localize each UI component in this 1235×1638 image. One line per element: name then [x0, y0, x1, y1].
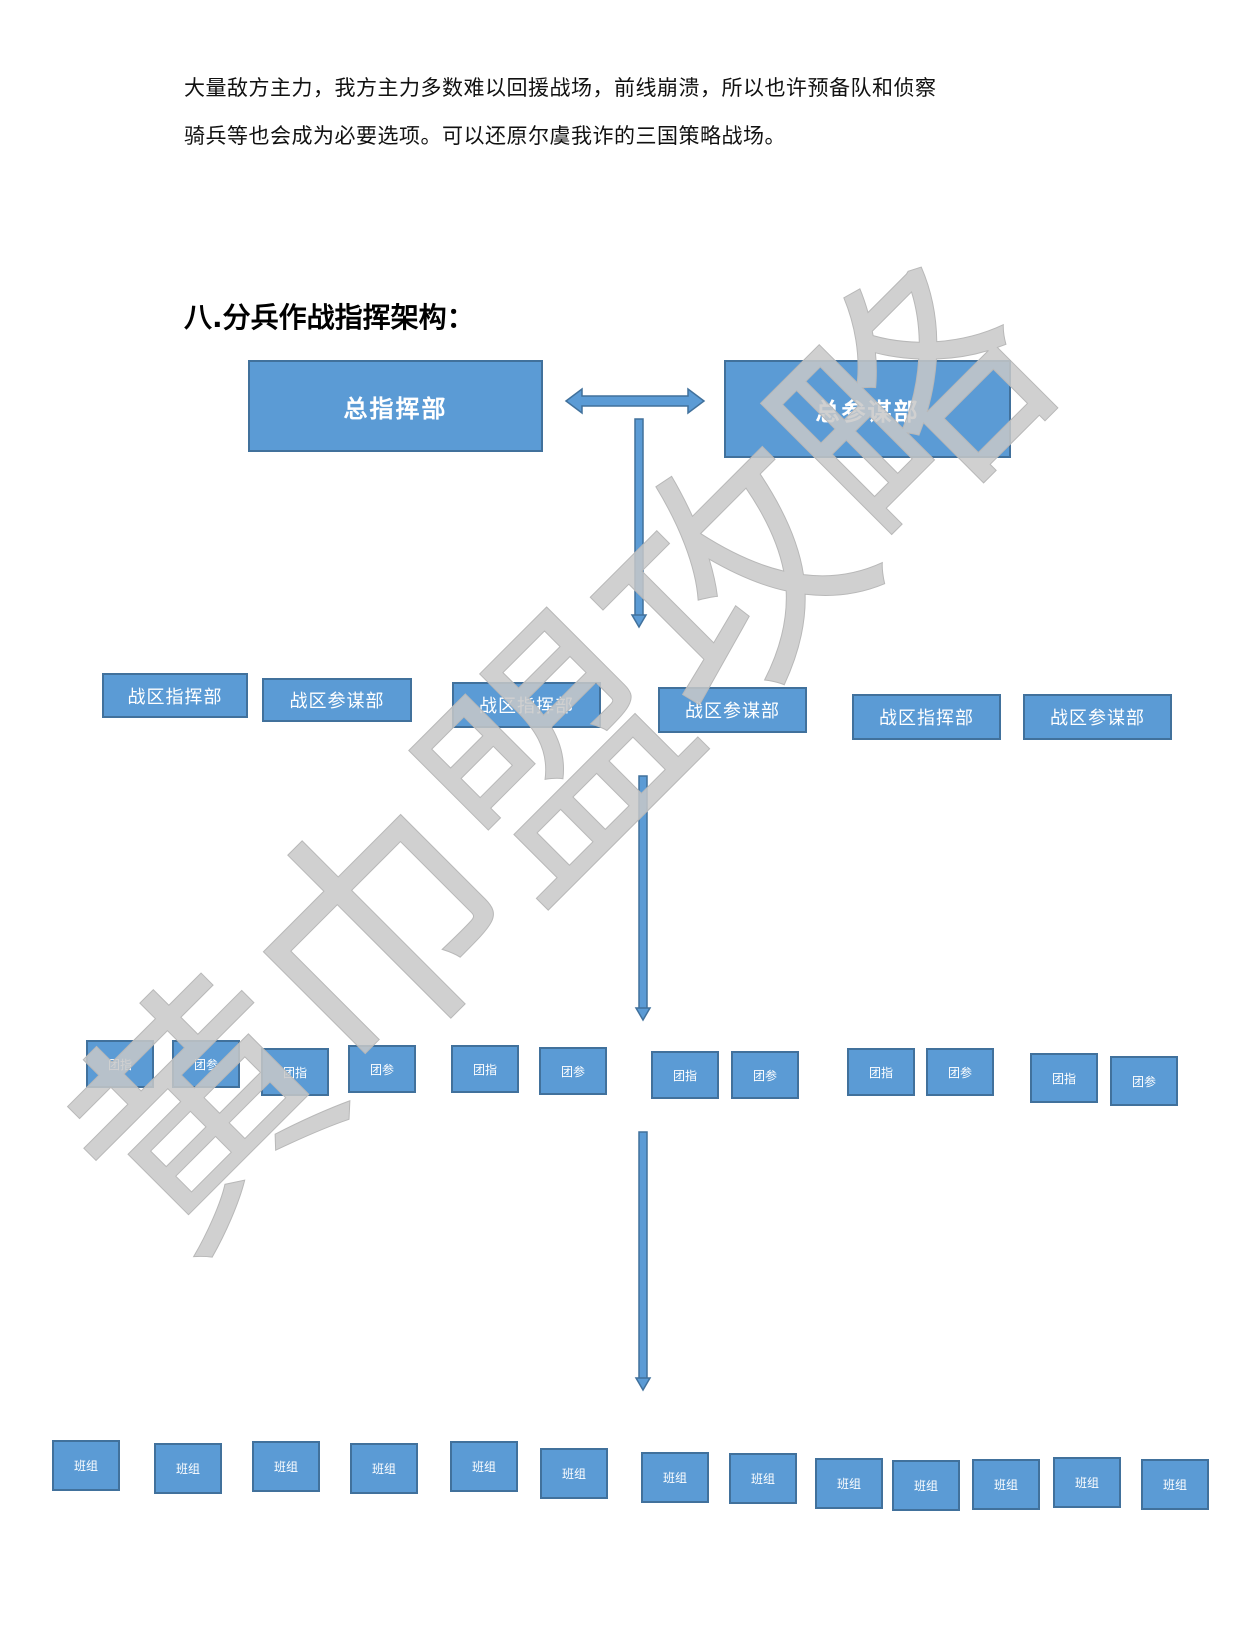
squad-box: 班组: [52, 1440, 120, 1491]
regiment-command-box: 团指: [651, 1051, 719, 1099]
regiment-staff-box: 团参: [539, 1047, 607, 1095]
squad-box: 班组: [1053, 1457, 1121, 1508]
theater-staff-box: 战区参谋部: [658, 687, 807, 733]
squad-box: 班组: [540, 1448, 608, 1499]
regiment-staff-box: 团参: [1110, 1056, 1178, 1106]
squad-box: 班组: [815, 1458, 883, 1509]
double-arrow: [564, 387, 706, 415]
squad-box: 班组: [1141, 1459, 1209, 1510]
regiment-staff-box: 团参: [926, 1048, 994, 1096]
squad-box: 班组: [729, 1453, 797, 1504]
regiment-command-box: 团指: [847, 1048, 915, 1096]
squad-box: 班组: [350, 1443, 418, 1494]
down-arrow-3: [634, 1131, 652, 1392]
paragraph-line-1: 大量敌方主力，我方主力多数难以回援战场，前线崩溃，所以也许预备队和侦察: [184, 76, 937, 100]
theater-command-box: 战区指挥部: [102, 673, 248, 718]
squad-box: 班组: [972, 1459, 1040, 1510]
section-title: 八.分兵作战指挥架构：: [184, 301, 475, 334]
hq-staff-box: 总参谋部: [724, 360, 1011, 458]
regiment-staff-box: 团参: [172, 1040, 240, 1088]
regiment-staff-box: 团参: [348, 1045, 416, 1093]
squad-box: 班组: [154, 1443, 222, 1494]
squad-box: 班组: [641, 1452, 709, 1503]
hq-command-box: 总指挥部: [248, 360, 543, 452]
squad-box: 班组: [892, 1460, 960, 1511]
squad-box: 班组: [252, 1441, 320, 1492]
regiment-command-box: 团指: [451, 1045, 519, 1093]
down-arrow-2: [634, 775, 652, 1022]
down-arrow-1: [630, 418, 648, 629]
theater-staff-box: 战区参谋部: [1023, 694, 1172, 740]
theater-command-box: 战区指挥部: [452, 682, 601, 728]
squad-box: 班组: [450, 1441, 518, 1492]
paragraph-line-2: 骑兵等也会成为必要选项。可以还原尔虞我诈的三国策略战场。: [184, 124, 786, 148]
theater-command-box: 战区指挥部: [852, 694, 1001, 740]
regiment-staff-box: 团参: [731, 1051, 799, 1099]
theater-staff-box: 战区参谋部: [262, 678, 412, 722]
regiment-command-box: 团指: [86, 1040, 154, 1088]
regiment-command-box: 团指: [261, 1048, 329, 1096]
regiment-command-box: 团指: [1030, 1053, 1098, 1103]
